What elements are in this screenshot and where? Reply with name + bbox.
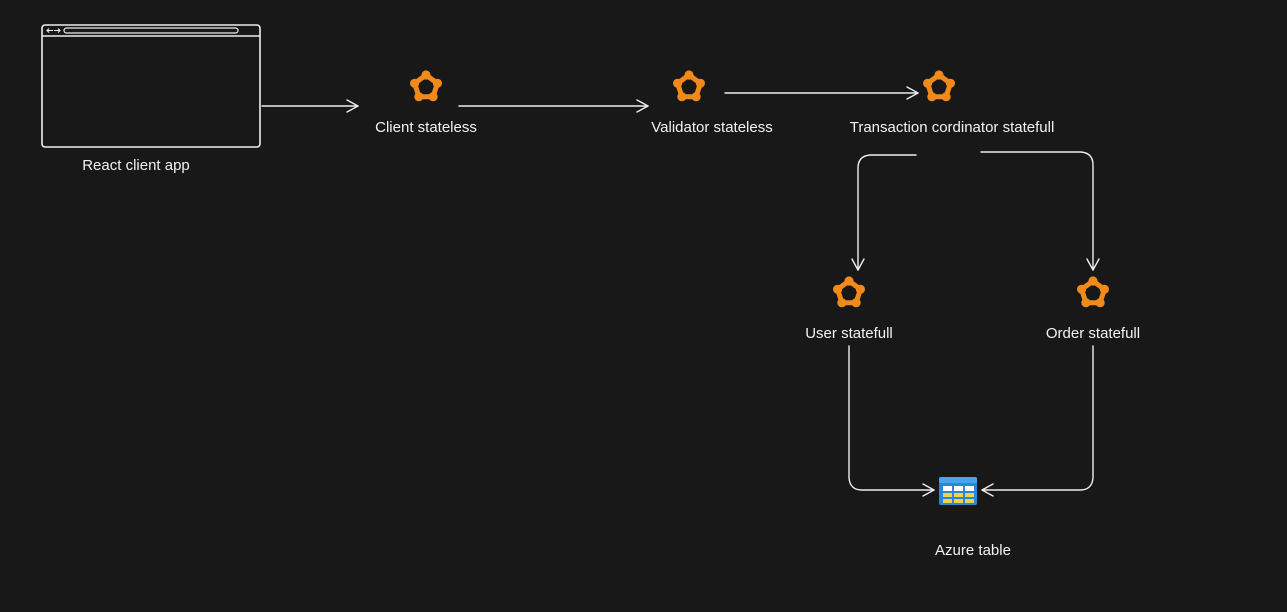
user-service-icon: [833, 276, 865, 307]
client-service-icon: [410, 70, 442, 101]
transaction-coordinator-label: Transaction cordinator statefull: [849, 119, 1055, 136]
order-statefull-label: Order statefull: [1045, 325, 1141, 342]
react-client-app-label: React client app: [82, 157, 190, 174]
validator-service-icon: [673, 70, 705, 101]
validator-stateless-label: Validator stateless: [651, 119, 773, 136]
edge-order-to-azure: [981, 345, 1094, 497]
coordinator-service-icon: [923, 70, 955, 101]
edge-validator-to-coordinator: [724, 86, 919, 100]
edge-user-to-azure: [848, 345, 935, 497]
azure-table-label: Azure table: [935, 542, 1011, 559]
user-statefull-label: User statefull: [805, 325, 893, 342]
edge-coordinator-to-order: [980, 151, 1100, 271]
order-service-icon: [1077, 276, 1109, 307]
browser-window-icon: [41, 24, 261, 148]
edge-react-to-client: [261, 99, 359, 113]
azure-table-icon: [939, 477, 977, 505]
client-stateless-label: Client stateless: [375, 119, 477, 136]
edge-client-to-validator: [458, 99, 649, 113]
edge-coordinator-to-user: [851, 154, 917, 271]
